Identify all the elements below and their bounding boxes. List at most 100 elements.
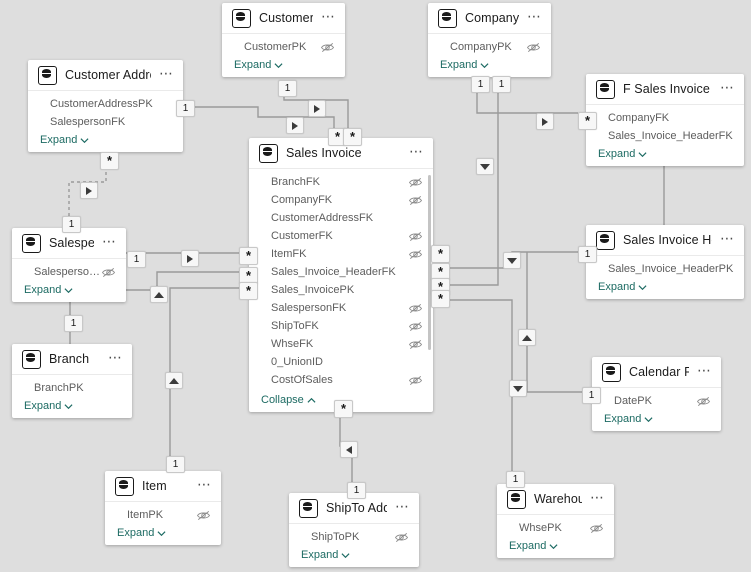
table-field[interactable]: WhsePK: [497, 519, 614, 537]
field-list-scrollbar[interactable]: [428, 175, 431, 350]
table-card-header[interactable]: Calendar Fiscal⋯: [592, 357, 721, 388]
table-field[interactable]: ShipToFK: [249, 317, 433, 335]
table-card-header[interactable]: Company⋯: [428, 3, 551, 34]
table-card-header[interactable]: Sales Invoice Header⋯: [586, 225, 744, 256]
table-more-options-button[interactable]: ⋯: [321, 7, 336, 24]
table-field[interactable]: CompanyPK: [428, 38, 551, 56]
table-field[interactable]: CustomerAddressPK: [28, 95, 183, 113]
table-card-header[interactable]: Branch⋯: [12, 344, 132, 375]
cardinality-badge[interactable]: *: [334, 400, 353, 418]
table-more-options-button[interactable]: ⋯: [720, 229, 735, 246]
hidden-eye-icon[interactable]: [408, 303, 423, 314]
cardinality-badge[interactable]: 1: [506, 471, 525, 488]
table-card-header[interactable]: Customer Address⋯: [28, 60, 183, 91]
table-field[interactable]: Salesperson...: [12, 263, 126, 281]
cross-filter-direction-down-icon[interactable]: [503, 252, 521, 269]
cardinality-badge[interactable]: 1: [582, 387, 601, 404]
table-field[interactable]: CompanyFK: [586, 109, 744, 127]
table-card-header[interactable]: Sales Invoice⋯: [249, 138, 433, 169]
hidden-eye-icon[interactable]: [408, 375, 423, 386]
cardinality-badge[interactable]: *: [431, 290, 450, 308]
cardinality-badge[interactable]: 1: [347, 482, 366, 499]
table-field[interactable]: BranchPK: [12, 379, 132, 397]
cardinality-badge[interactable]: *: [431, 263, 450, 281]
table-card-header[interactable]: Salesperson⋯: [12, 228, 126, 259]
table-field[interactable]: CustomerAddressFK: [249, 209, 433, 227]
table-more-options-button[interactable]: ⋯: [102, 232, 117, 249]
hidden-eye-icon[interactable]: [696, 396, 711, 407]
table-expand-toggle[interactable]: Expand: [428, 56, 551, 77]
table-card-header[interactable]: Warehouse⋯: [497, 484, 614, 515]
cardinality-badge[interactable]: 1: [278, 80, 297, 97]
table-field[interactable]: ItemPK: [105, 506, 221, 524]
table-expand-toggle[interactable]: Expand: [222, 56, 345, 77]
table-more-options-button[interactable]: ⋯: [395, 497, 410, 514]
table-field[interactable]: Sales_Invoice_HeaderPK: [586, 260, 744, 278]
table-card-header[interactable]: ShipTo Address⋯: [289, 493, 419, 524]
table-more-options-button[interactable]: ⋯: [197, 475, 212, 492]
hidden-eye-icon[interactable]: [589, 523, 604, 534]
cardinality-badge[interactable]: 1: [127, 251, 146, 268]
table-more-options-button[interactable]: ⋯: [159, 64, 174, 81]
cross-filter-direction-right-icon[interactable]: [536, 113, 554, 130]
hidden-eye-icon[interactable]: [526, 42, 541, 53]
table-field[interactable]: CompanyFK: [249, 191, 433, 209]
hidden-eye-icon[interactable]: [394, 532, 409, 543]
table-expand-toggle[interactable]: Expand: [12, 281, 126, 302]
hidden-eye-icon[interactable]: [408, 231, 423, 242]
cross-filter-direction-up-icon[interactable]: [165, 372, 183, 389]
cardinality-badge[interactable]: *: [239, 282, 258, 300]
cardinality-badge[interactable]: *: [239, 247, 258, 265]
table-field[interactable]: Sales_Invoice_HeaderFK: [586, 127, 744, 145]
table-card-header[interactable]: Item⋯: [105, 471, 221, 502]
cardinality-badge[interactable]: *: [100, 152, 119, 170]
table-more-options-button[interactable]: ⋯: [697, 361, 712, 378]
cross-filter-direction-up-icon[interactable]: [150, 286, 168, 303]
table-expand-toggle[interactable]: Expand: [592, 410, 721, 431]
table-card-f-sales-invoice-header[interactable]: F Sales Invoice Header⋯CompanyFKSales_In…: [586, 74, 744, 166]
table-field[interactable]: DatePK: [592, 392, 721, 410]
cardinality-badge[interactable]: 1: [166, 456, 185, 473]
table-more-options-button[interactable]: ⋯: [527, 7, 542, 24]
cross-filter-direction-up-icon[interactable]: [518, 329, 536, 346]
cardinality-badge[interactable]: 1: [578, 246, 597, 263]
table-card-header[interactable]: Customer⋯: [222, 3, 345, 34]
table-expand-toggle[interactable]: Expand: [586, 278, 744, 299]
table-field[interactable]: 0_UnionID: [249, 353, 433, 371]
cross-filter-direction-right-icon[interactable]: [286, 117, 304, 134]
hidden-eye-icon[interactable]: [408, 177, 423, 188]
table-expand-toggle[interactable]: Expand: [586, 145, 744, 166]
cardinality-badge[interactable]: 1: [62, 216, 81, 233]
cross-filter-direction-right-icon[interactable]: [308, 100, 326, 117]
table-card-salesperson[interactable]: Salesperson⋯ Salesperson...Expand: [12, 228, 126, 302]
hidden-eye-icon[interactable]: [408, 321, 423, 332]
table-field[interactable]: ItemFK: [249, 245, 433, 263]
table-field[interactable]: CustomerFK: [249, 227, 433, 245]
table-more-options-button[interactable]: ⋯: [409, 142, 424, 159]
table-more-options-button[interactable]: ⋯: [108, 348, 123, 365]
table-field[interactable]: SalespersonFK: [28, 113, 183, 131]
table-field[interactable]: SalespersonFK: [249, 299, 433, 317]
hidden-eye-icon[interactable]: [408, 195, 423, 206]
cardinality-badge[interactable]: *: [343, 128, 362, 146]
cardinality-badge[interactable]: 1: [64, 315, 83, 332]
table-expand-toggle[interactable]: Expand: [105, 524, 221, 545]
cross-filter-direction-down-icon[interactable]: [509, 380, 527, 397]
hidden-eye-icon[interactable]: [101, 267, 116, 278]
table-field[interactable]: CustomerPK: [222, 38, 345, 56]
cross-filter-direction-down-icon[interactable]: [476, 158, 494, 175]
cardinality-badge[interactable]: *: [578, 112, 597, 130]
table-expand-toggle[interactable]: Expand: [289, 546, 419, 567]
cardinality-badge[interactable]: 1: [471, 76, 490, 93]
table-expand-toggle[interactable]: Expand: [28, 131, 183, 152]
table-field[interactable]: ShipToPK: [289, 528, 419, 546]
table-expand-toggle[interactable]: Expand: [497, 537, 614, 558]
